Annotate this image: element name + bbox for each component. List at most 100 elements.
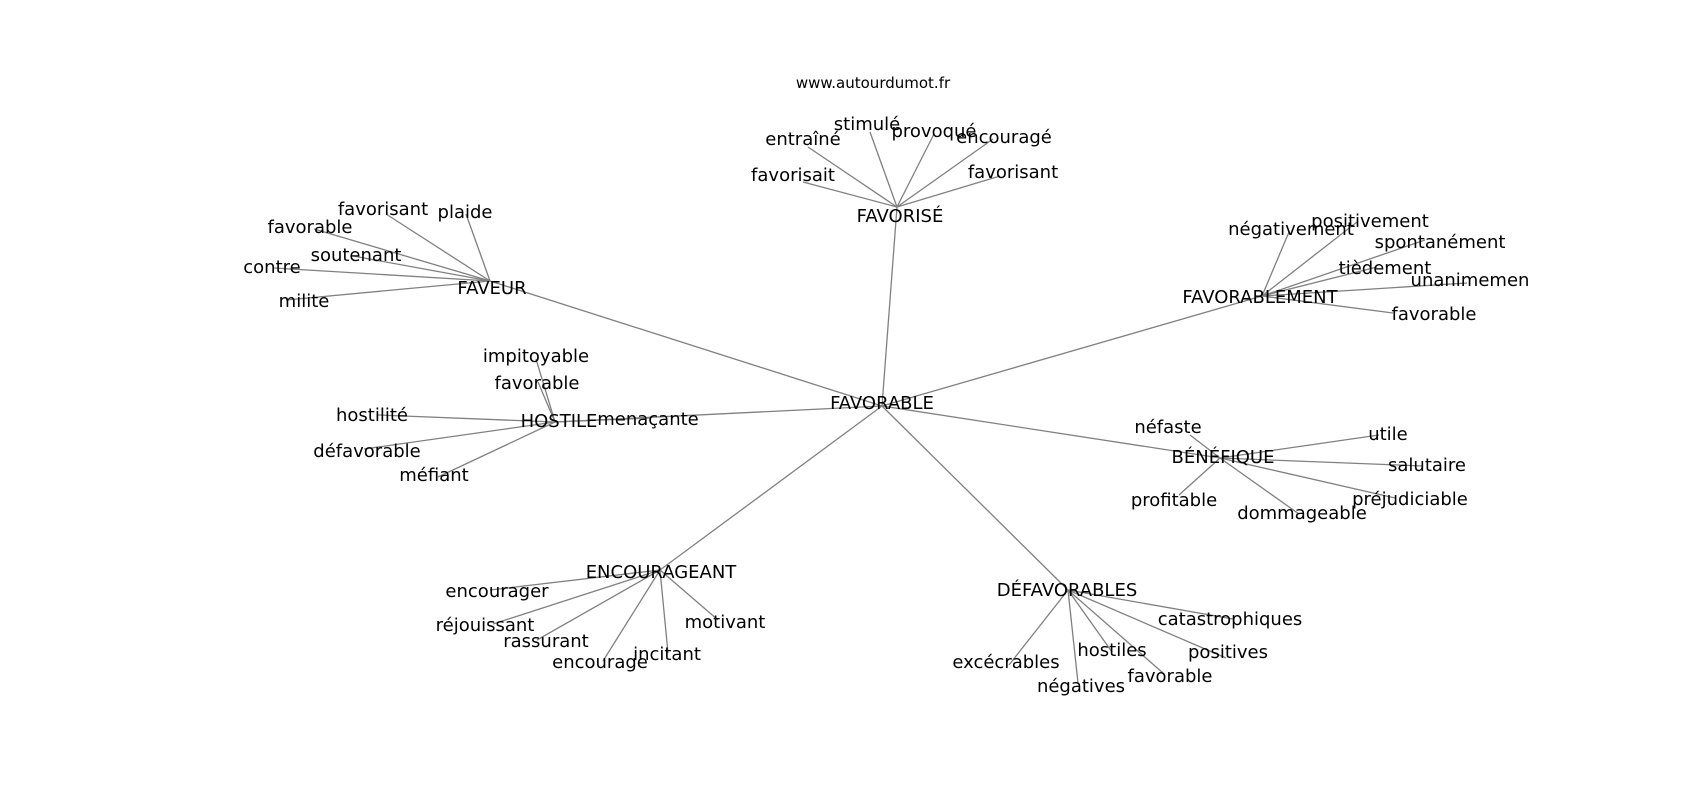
center-edge (489, 280, 883, 407)
leaf-edge (896, 175, 1001, 208)
cluster-node-label: FAVORISÉ (857, 205, 944, 227)
leaf-node-label: milite (279, 291, 330, 312)
leaf-edge (489, 569, 661, 591)
leaf-node-label: utile (1368, 424, 1408, 445)
center-edge (881, 295, 1263, 407)
leaf-node-label: stimulé (834, 114, 900, 135)
leaf-edge (1261, 295, 1394, 314)
source-label: www.autourdumot.fr (796, 74, 951, 92)
center-node-label: FAVORABLE (830, 393, 934, 414)
leaf-node-label: favorable (495, 373, 580, 394)
leaf-edge (285, 280, 491, 301)
center-edge (659, 405, 883, 571)
leaf-edge (377, 414, 556, 423)
leaf-node-label: négatives (1037, 676, 1125, 697)
leaf-edge (535, 358, 556, 423)
leaf-edge (363, 421, 556, 450)
leaf-edge (1067, 589, 1227, 659)
leaf-edge (1219, 457, 1424, 467)
leaf-edge (896, 138, 994, 208)
leaf-edge (1067, 589, 1079, 684)
center-edge (881, 405, 1221, 459)
leaf-node-label: catastrophiques (1158, 609, 1303, 630)
leaf-edge (807, 146, 898, 208)
leaf-node-label: excécrables (952, 652, 1059, 673)
graph-edges (273, 131, 1468, 684)
leaf-edge (1008, 589, 1069, 666)
leaf-edge (1261, 231, 1290, 297)
leaf-edge (385, 213, 491, 282)
leaf-edge (273, 267, 491, 282)
leaf-node-label: néfaste (1134, 417, 1201, 438)
leaf-node-label: encourager (445, 581, 549, 602)
leaf-edge (1261, 282, 1468, 297)
leaf-node-label: menaçante (597, 409, 699, 430)
leaf-edge (313, 228, 491, 282)
leaf-node-label: spontanément (1375, 232, 1506, 253)
leaf-node-label: soutenant (311, 245, 402, 266)
leaf-node-label: négativement (1228, 219, 1354, 240)
leaf-node-label: salutaire (1388, 455, 1466, 476)
leaf-node-label: favorable (1392, 304, 1477, 325)
leaf-node-label: positives (1188, 642, 1268, 663)
leaf-edge (1261, 239, 1426, 297)
leaf-node-label: incitant (633, 644, 701, 665)
leaf-node-label: favorisait (751, 165, 835, 186)
cluster-node-label: FAVEUR (457, 278, 526, 299)
leaf-node-label: positivement (1311, 211, 1429, 232)
leaf-edge (352, 255, 491, 282)
leaf-node-label: dommageable (1237, 503, 1367, 524)
leaf-edge (802, 181, 898, 208)
leaf-edge (554, 417, 651, 423)
cluster-node-label: ENCOURAGEANT (586, 562, 738, 583)
leaf-node-label: impitoyable (483, 346, 589, 367)
leaf-edge (537, 381, 556, 423)
leaf-edge (1261, 221, 1358, 297)
leaf-node-label: contre (243, 257, 300, 278)
center-edge (881, 206, 898, 407)
leaf-edge (465, 213, 491, 282)
center-edge (881, 405, 1069, 591)
leaf-edge (659, 569, 669, 654)
leaf-node-label: défavorable (313, 441, 420, 462)
leaf-edge (896, 133, 935, 208)
leaf-node-label: motivant (685, 612, 766, 633)
leaf-edge (492, 569, 661, 625)
leaf-edge (869, 131, 898, 208)
leaf-edge (1067, 589, 1234, 620)
leaf-edge (1219, 434, 1380, 459)
leaf-node-label: favorisant (338, 199, 428, 220)
leaf-node-label: plaide (438, 202, 493, 223)
leaf-node-label: encourage (552, 652, 648, 673)
leaf-node-label: méfiant (399, 465, 468, 486)
cluster-node-label: DÉFAVORABLES (997, 579, 1138, 601)
leaf-edge (659, 569, 719, 621)
leaf-node-label: favorable (1128, 666, 1213, 687)
leaf-edge (1067, 589, 1113, 653)
leaf-node-label: unanimemen (1411, 270, 1530, 291)
leaf-node-label: hostiles (1077, 640, 1146, 661)
leaf-edge (1261, 266, 1378, 297)
leaf-node-label: encouragé (956, 127, 1052, 148)
leaf-node-label: provoqué (891, 121, 976, 142)
cluster-node-label: BÉNÉFIQUE (1172, 446, 1275, 468)
leaf-edge (1219, 457, 1396, 499)
leaf-node-label: réjouissant (436, 615, 535, 636)
leaf-edge (437, 421, 556, 478)
leaf-node-label: favorisant (968, 162, 1058, 183)
leaf-edge (536, 569, 661, 641)
leaf-node-label: entraîné (765, 129, 840, 150)
leaf-node-label: profitable (1131, 490, 1217, 511)
leaf-edge (1189, 434, 1221, 459)
cluster-node-label: HOSTILE (521, 411, 598, 432)
leaf-edge (602, 569, 661, 662)
leaf-node-label: rassurant (503, 631, 589, 652)
cluster-node-label: FAVORABLEMENT (1182, 287, 1338, 308)
leaf-edge (1178, 457, 1221, 496)
leaf-edge (1067, 589, 1164, 674)
leaf-edge (1219, 457, 1300, 515)
leaf-node-label: favorable (268, 217, 353, 238)
leaf-node-label: hostilité (336, 405, 408, 426)
